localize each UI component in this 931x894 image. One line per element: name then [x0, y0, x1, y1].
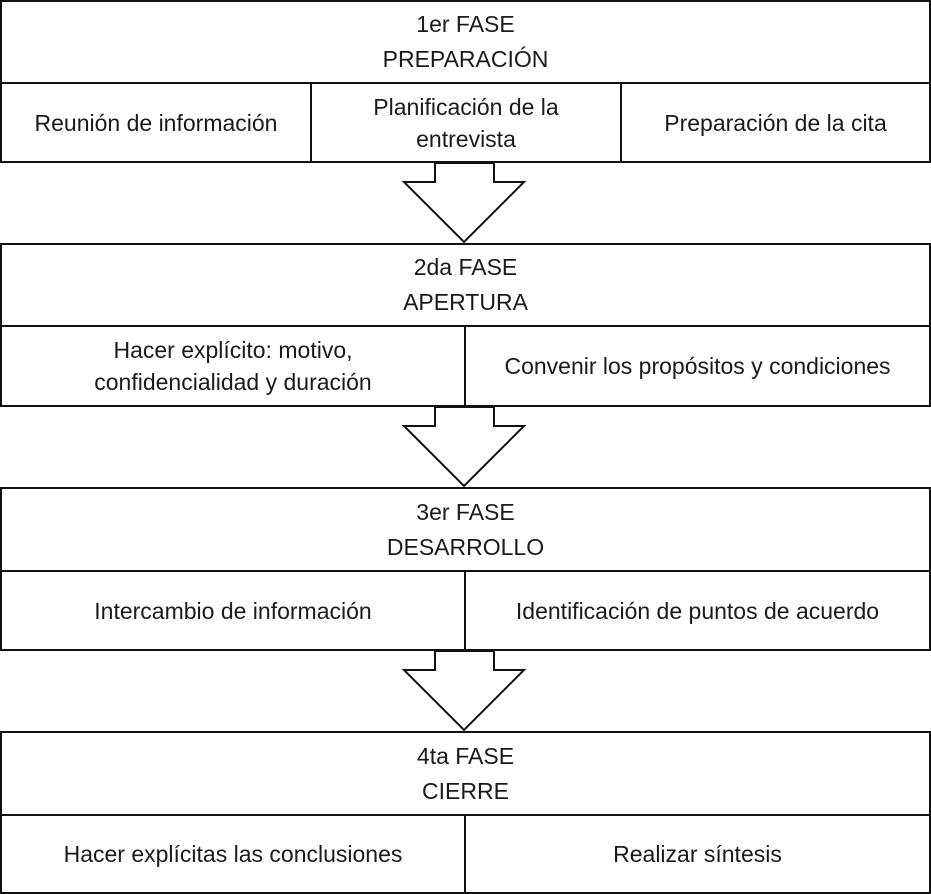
phase-1-number: 1er FASE [416, 11, 515, 37]
phase-2-item-1: Hacer explícito: motivo, confidencialida… [0, 325, 466, 407]
phase-3-item-2: Identificación de puntos de acuerdo [464, 570, 931, 651]
phase-3-number: 3er FASE [416, 498, 515, 525]
phase-1-item-2: Planificación de la entrevista [310, 82, 622, 163]
down-arrow-1 [401, 162, 527, 244]
phase-2-item-2: Convenir los propósitos y condiciones [464, 325, 931, 407]
phase-1-item-3: Preparación de la cita [620, 82, 931, 163]
phase-4-item-1: Hacer explícitas las conclusiones [0, 814, 466, 894]
phase-3-header: 3er FASE DESARROLLO [0, 487, 931, 572]
phase-1-header: 1er FASE PREPARACIÓN [0, 0, 931, 84]
phase-4-number: 4ta FASE [416, 742, 515, 769]
phase-2-number: 2da FASE [413, 254, 518, 280]
down-arrow-2 [401, 406, 527, 488]
phase-1-title: PREPARACIÓN [382, 46, 549, 72]
phase-4-title: CIERRE [422, 777, 509, 804]
down-arrow-3 [401, 650, 527, 732]
phase-3-item-1: Intercambio de información [0, 570, 466, 651]
phase-2-header: 2da FASE APERTURA [0, 243, 931, 327]
phase-3-title: DESARROLLO [386, 533, 545, 560]
phase-1-item-1: Reunión de información [0, 82, 312, 163]
phase-4-item-2: Realizar síntesis [464, 814, 931, 894]
phase-2-title: APERTURA [403, 289, 528, 315]
phase-4-header: 4ta FASE CIERRE [0, 731, 931, 816]
